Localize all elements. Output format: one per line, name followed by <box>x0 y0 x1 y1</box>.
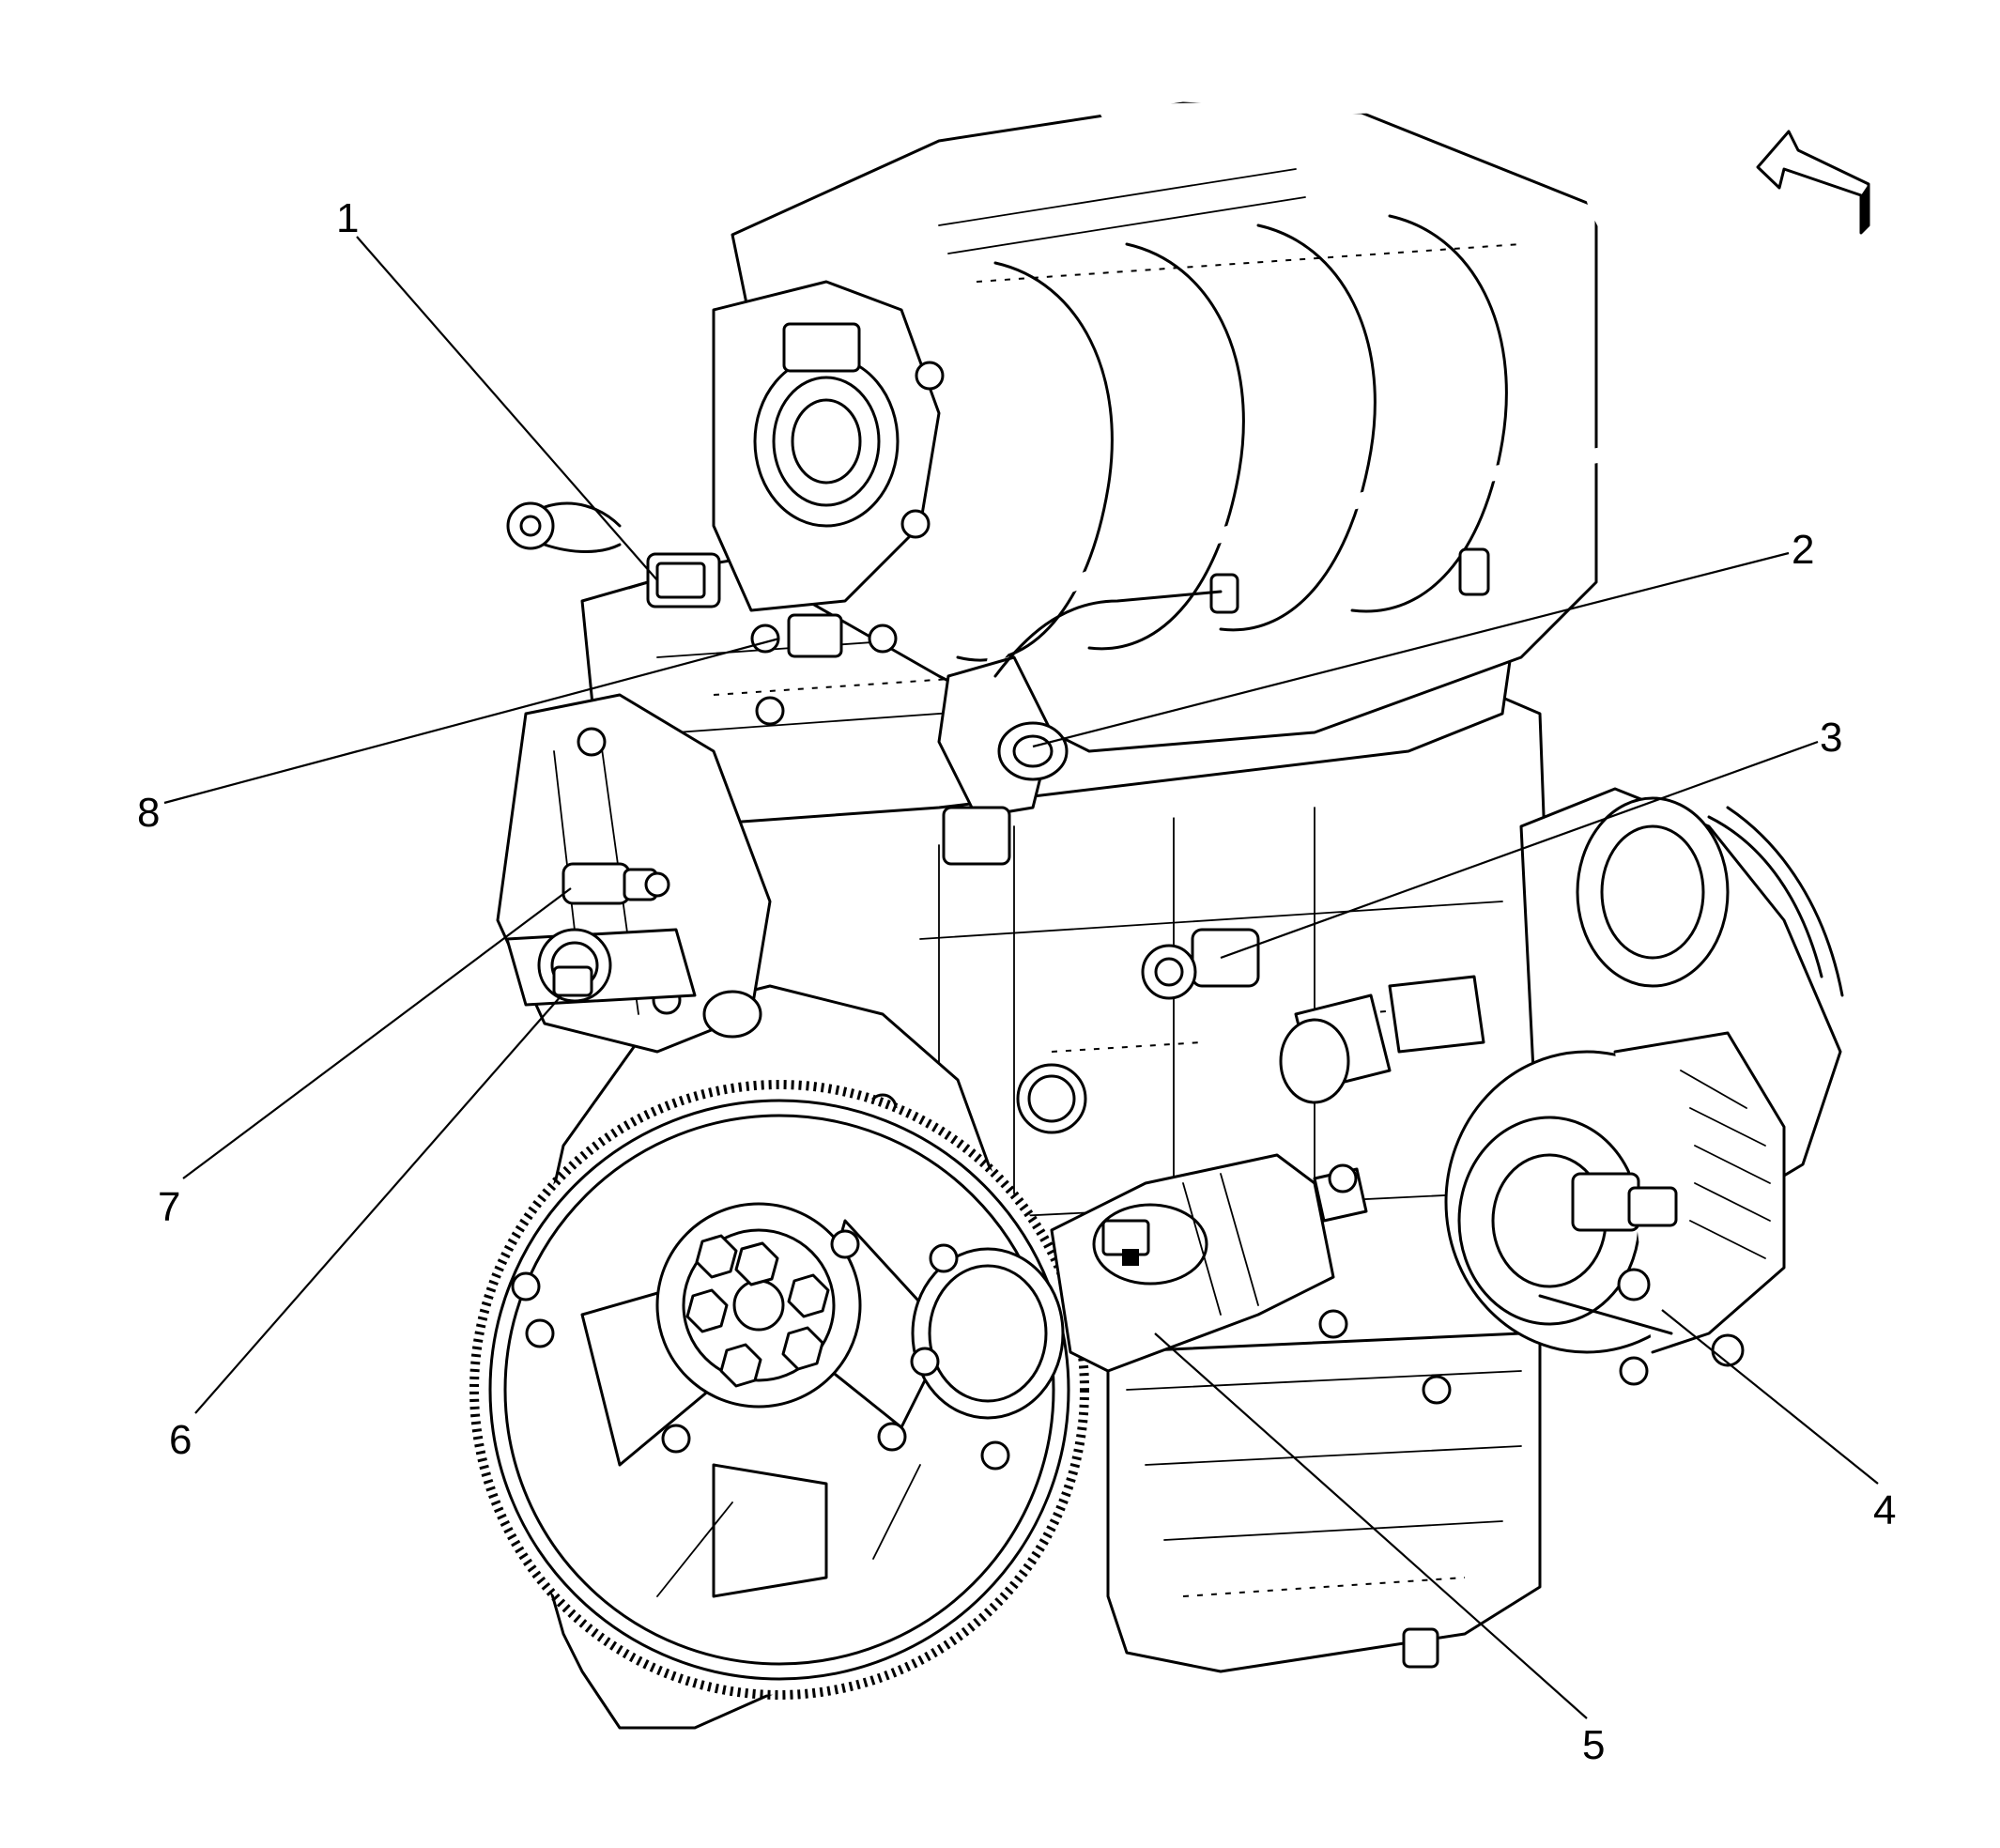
fasteners <box>511 1271 1649 1471</box>
callout-number-6: 6 <box>169 1417 192 1463</box>
leader-line-8 <box>163 637 780 805</box>
callout-number-4: 4 <box>1873 1487 1896 1533</box>
callout-number-7: 7 <box>158 1184 180 1230</box>
callout-number-3: 3 <box>1820 715 1842 761</box>
flywheel <box>469 1080 1089 1700</box>
starter-motor <box>910 1153 1368 1420</box>
manifold-absolute-pressure-sensor <box>506 501 721 608</box>
leader-line-1 <box>356 236 658 581</box>
generator <box>1444 1031 1786 1367</box>
leader-line-6 <box>194 994 562 1414</box>
leader-lines <box>163 236 1879 1719</box>
front-direction-arrow-icon <box>1756 130 1870 235</box>
leader-line-3 <box>1220 740 1819 960</box>
leader-line-2 <box>1032 551 1790 748</box>
callout-number-8: 8 <box>137 790 160 836</box>
throttle-body <box>712 280 945 654</box>
oil-pan <box>1106 1313 1542 1673</box>
callout-number-1: 1 <box>336 195 359 241</box>
callout-number-2: 2 <box>1792 527 1814 573</box>
oil-pressure-sensor <box>537 928 612 1003</box>
callout-number-5: 5 <box>1582 1722 1605 1768</box>
callout-labels: 1 2 3 4 5 6 7 8 <box>137 195 1896 1768</box>
leader-line-5 <box>1154 1332 1588 1719</box>
camshaft-position-sensor <box>750 613 843 658</box>
coolant-temperature-sensor <box>562 862 670 905</box>
intake-manifold <box>731 101 1598 753</box>
engine-illustration <box>469 95 1844 1730</box>
leader-line-7 <box>182 887 572 1179</box>
evap-purge-solenoid <box>937 590 1223 866</box>
leader-line-4 <box>1661 1309 1879 1485</box>
